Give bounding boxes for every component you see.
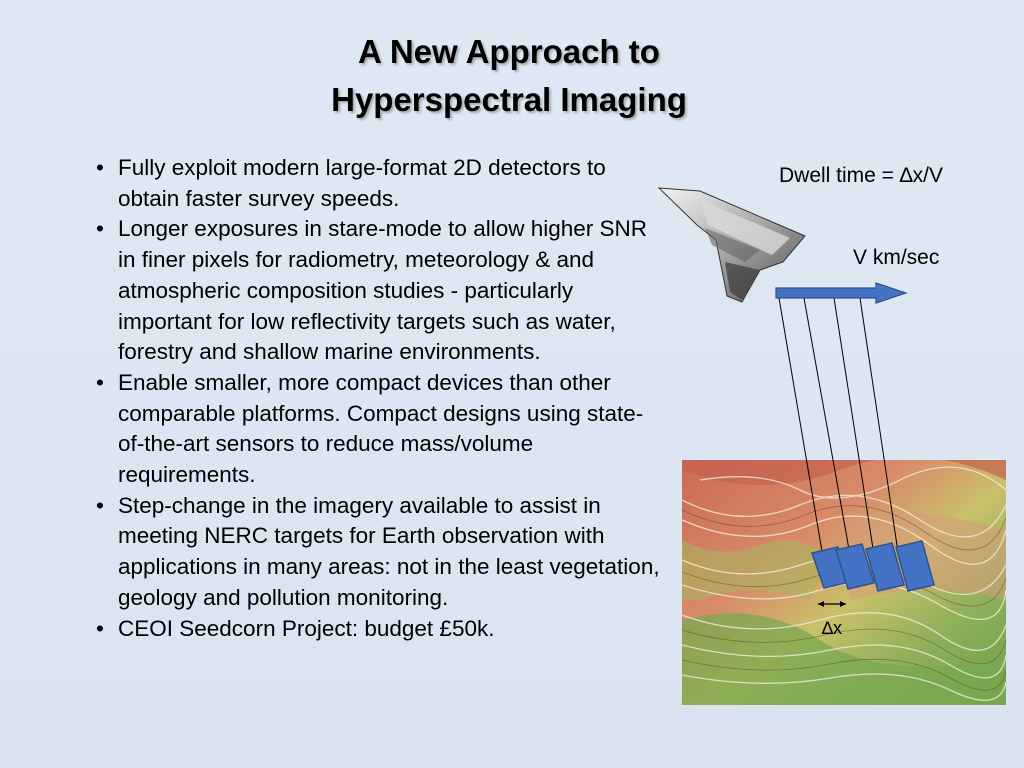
bullet-item: • Fully exploit modern large-format 2D de… xyxy=(96,153,666,214)
bullet-text: Enable smaller, more compact devices tha… xyxy=(118,369,644,488)
title-line-2: Hyperspectral Imaging xyxy=(331,81,687,118)
footprint-2 xyxy=(835,543,875,590)
bullet-dot: • xyxy=(96,155,104,180)
velocity-arrow xyxy=(775,282,908,304)
velocity-label: V km/sec xyxy=(853,246,940,269)
bullet-text: CEOI Seedcorn Project: budget £50k. xyxy=(118,615,495,641)
title-line-1: A New Approach to xyxy=(358,33,660,70)
delta-x-label: ∆x xyxy=(822,618,842,638)
bullet-text: Longer exposures in stare-mode to allow … xyxy=(118,216,648,365)
bullet-item: • Enable smaller, more compact devices th… xyxy=(96,368,666,491)
footprint-4 xyxy=(895,540,935,592)
sight-lines xyxy=(778,297,899,576)
bullet-list: • Fully exploit modern large-format 2D de… xyxy=(96,153,666,644)
ground-footprints xyxy=(811,540,935,592)
bullet-text: Step-change in the imagery available to … xyxy=(118,492,660,610)
bullet-dot: • xyxy=(96,216,104,242)
dwell-time-label: Dwell time = ∆x/V xyxy=(779,164,943,187)
bullet-dot: • xyxy=(96,615,104,641)
bullet-text: Fully exploit modern large-format 2D det… xyxy=(118,155,606,211)
footprint-3 xyxy=(865,542,905,592)
aircraft-icon xyxy=(657,187,806,303)
bullet-item: • Longer exposures in stare-mode to allow… xyxy=(96,214,666,368)
bullet-item: • CEOI Seedcorn Project: budget £50k. xyxy=(96,614,666,645)
bullet-item: • Step-change in the imagery available to… xyxy=(96,491,666,614)
delta-x-marker: ∆x xyxy=(818,601,846,638)
slide-title: A New Approach to Hyperspectral Imaging xyxy=(0,28,1018,124)
bullet-dot: • xyxy=(96,492,104,518)
bullet-dot: • xyxy=(96,369,104,395)
